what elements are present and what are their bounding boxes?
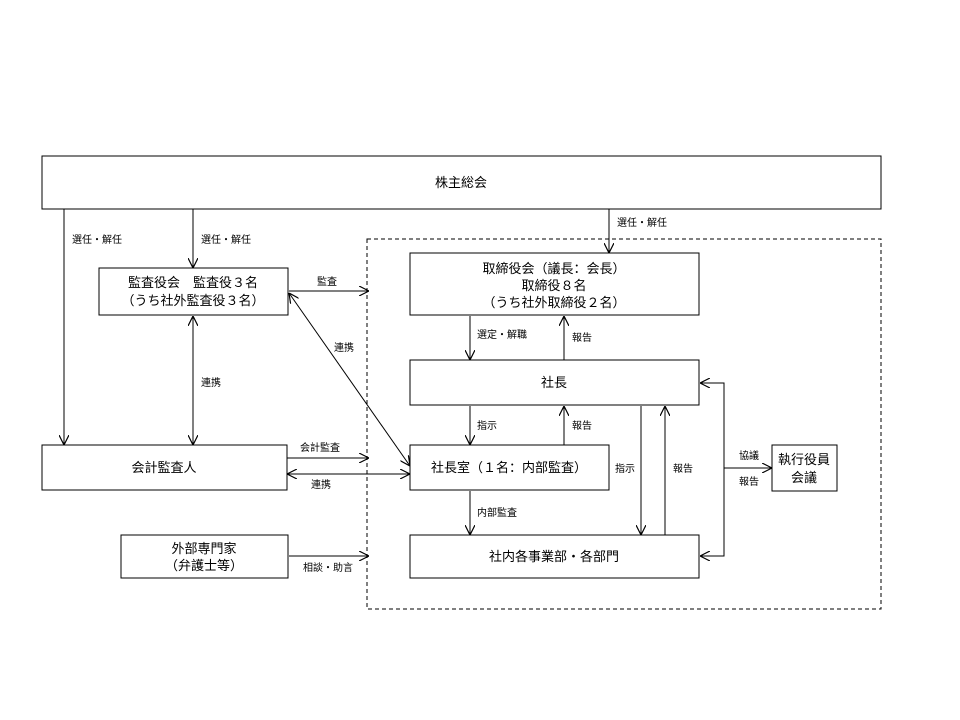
shareholders-meeting-label: 株主総会 (435, 176, 487, 191)
president-office-label: 社長室（１名：内部監査） (431, 460, 587, 476)
label-report-exec: 報告 (739, 475, 759, 488)
label-cooperation-vertical: 連携 (201, 376, 221, 389)
external-experts-box: 外部専門家 （弁護士等） (120, 534, 289, 579)
president-label: 社長 (541, 375, 567, 391)
accounting-auditor-box: 会計監査人 (41, 444, 288, 491)
divisions-box: 社内各事業部・各部門 (409, 534, 700, 579)
label-appoint-dismiss-left: 選任・解任 (72, 233, 122, 246)
president-box: 社長 (409, 359, 700, 406)
board-label-line3: （うち社外取締役２名） (482, 295, 625, 311)
connectors (64, 209, 772, 556)
label-consultation-advice: 相談・助言 (303, 561, 353, 574)
label-cooperation-accounting: 連携 (311, 478, 331, 491)
label-consult: 協議 (739, 449, 759, 462)
shareholders-meeting-box: 株主総会 (41, 155, 882, 210)
board-label-line2: 取締役８名 (521, 278, 586, 294)
label-report-board: 報告 (572, 331, 592, 344)
label-audit: 監査 (317, 275, 337, 288)
board-label-line1: 取締役会（議長：会長） (482, 261, 625, 277)
audit-board-label-line2: （うち社外監査役３名） (121, 293, 264, 309)
audit-board-box: 監査役会 監査役３名 （うち社外監査役３名） (98, 267, 289, 316)
external-experts-label-line1: 外部専門家 (171, 541, 236, 557)
bracket-president-divisions (700, 383, 725, 556)
label-instruct-office: 指示 (477, 419, 497, 432)
label-report-divisions: 報告 (673, 462, 693, 475)
president-office-box: 社長室（１名：内部監査） (409, 444, 610, 491)
external-experts-label-line2: （弁護士等） (165, 558, 243, 574)
label-select-dismiss: 選定・解職 (477, 328, 527, 341)
label-cooperation-diagonal: 連携 (334, 341, 354, 354)
accounting-auditor-label: 会計監査人 (131, 460, 196, 476)
divisions-label: 社内各事業部・各部門 (489, 549, 619, 565)
label-accounting-audit: 会計監査 (300, 441, 340, 454)
label-appoint-dismiss-right: 選任・解任 (617, 216, 667, 229)
executive-meeting-label-line1: 執行役員 (778, 452, 830, 468)
executive-meeting-label-line2: 会議 (791, 471, 817, 486)
label-internal-audit: 内部監査 (477, 506, 517, 519)
label-instruct-divisions: 指示 (615, 462, 635, 475)
edge-labels: 選任・解任 選任・解任 選任・解任 監査 連携 連携 会計監査 連携 相談・助言… (72, 216, 759, 574)
audit-board-label-line1: 監査役会 監査役３名 (128, 275, 258, 291)
executive-meeting-box: 執行役員 会議 (771, 444, 838, 492)
label-appoint-dismiss-mid: 選任・解任 (201, 233, 251, 246)
board-of-directors-box: 取締役会（議長：会長） 取締役８名 （うち社外取締役２名） (409, 252, 700, 316)
arrow-audit-board-president-office (289, 293, 410, 466)
label-report-office: 報告 (572, 419, 592, 432)
